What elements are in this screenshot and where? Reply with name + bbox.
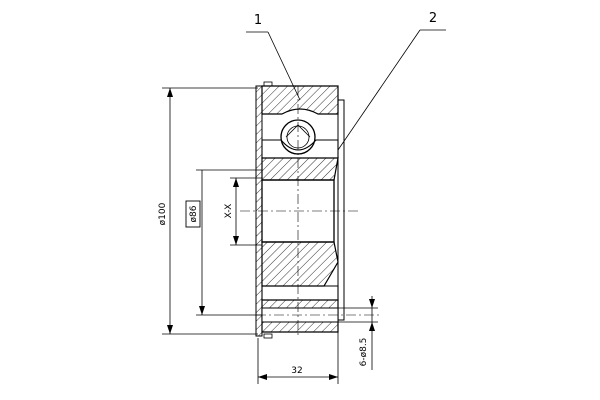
inner-race-lower-section xyxy=(261,241,339,287)
outer-diameter-label: ø100 xyxy=(158,202,168,225)
dimension-section-xx: X-X xyxy=(224,177,262,246)
width-label: 32 xyxy=(291,366,302,376)
callout-1-label: 1 xyxy=(254,13,262,28)
dimension-holes: 6-ø8.5 xyxy=(338,296,378,370)
dimension-inner-diameter: ø86 xyxy=(185,169,262,316)
housing-right-rim xyxy=(337,99,345,321)
inner-diameter-box xyxy=(185,200,201,228)
section-xx-label: X-X xyxy=(224,204,234,219)
callout-2: 2 xyxy=(337,11,446,151)
joint-section-view xyxy=(240,81,380,339)
dimension-width: 32 xyxy=(257,322,339,384)
callout-2-label: 2 xyxy=(429,11,437,26)
clip-bottom xyxy=(263,333,273,339)
cage-upper xyxy=(261,139,339,159)
callout-1: 1 xyxy=(246,13,301,101)
clip-top xyxy=(263,81,273,87)
cage-lower xyxy=(261,285,339,301)
inner-diameter-label: ø86 xyxy=(189,205,199,222)
holes-label: 6-ø8.5 xyxy=(359,338,369,367)
dimension-outer-diameter: ø100 xyxy=(158,87,258,335)
inner-race-upper-section xyxy=(261,157,339,181)
